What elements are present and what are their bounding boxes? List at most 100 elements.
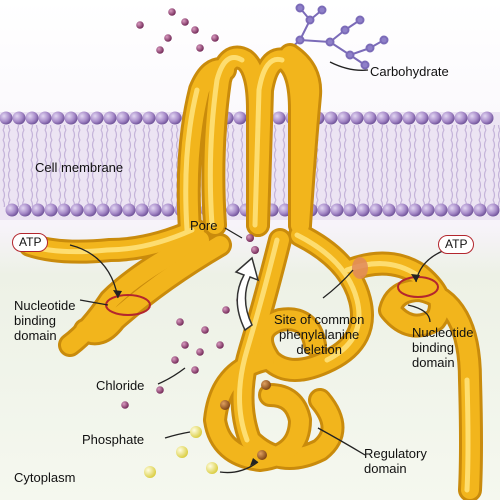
lipid-head: [233, 111, 247, 125]
lipid-head: [454, 111, 468, 125]
lipid-head: [330, 203, 344, 217]
chloride-ion: [211, 34, 219, 42]
lipid-head: [5, 203, 19, 217]
label-carbohydrate: Carbohydrate: [370, 64, 449, 79]
up-arrow-icon: [234, 256, 260, 332]
label-atp-left: ATP: [12, 233, 49, 252]
chloride-ion: [196, 348, 204, 356]
chloride-ion: [164, 34, 172, 42]
lipid-head: [272, 111, 286, 125]
chloride-ion: [181, 341, 189, 349]
chloride-ion: [176, 318, 184, 326]
lipid-head: [57, 203, 71, 217]
phe-deletion-site: [352, 257, 368, 279]
chloride-ion: [222, 306, 230, 314]
lipid-head: [395, 203, 409, 217]
lipid-head: [90, 111, 104, 125]
phosphate-molecule: [190, 426, 202, 438]
lipid-head: [363, 111, 377, 125]
lipid-head: [51, 111, 65, 125]
chloride-ion: [191, 366, 199, 374]
chloride-ion: [196, 44, 204, 52]
lipid-head: [103, 111, 117, 125]
label-regulatory-domain: Regulatory domain: [364, 446, 427, 476]
label-chloride: Chloride: [96, 378, 145, 393]
lipid-head: [428, 111, 442, 125]
lipid-head: [161, 203, 175, 217]
phosphate-molecule: [176, 446, 188, 458]
phosphate-molecule: [144, 466, 156, 478]
lipid-head: [317, 203, 331, 217]
carbohydrate-bead: [355, 15, 365, 25]
lipid-head: [376, 111, 390, 125]
chloride-ion: [201, 326, 209, 334]
cftr-protein: [18, 43, 483, 500]
lipid-head: [122, 203, 136, 217]
chloride-ion: [156, 46, 164, 54]
lipid-head: [116, 111, 130, 125]
lipid-head: [369, 203, 383, 217]
chloride-ion: [121, 401, 129, 409]
label-nbd-right: Nucleotide binding domain: [412, 325, 474, 370]
lipid-head: [486, 203, 500, 217]
lipid-head: [135, 203, 149, 217]
carbohydrate-bead: [360, 60, 370, 70]
lipid-head: [109, 203, 123, 217]
carbohydrate-bead: [365, 43, 375, 53]
lipid-head: [441, 111, 455, 125]
lipid-head: [402, 111, 416, 125]
label-cytoplasm: Cytoplasm: [14, 470, 76, 485]
lipid-head: [350, 111, 364, 125]
lipid-head: [226, 203, 240, 217]
label-atp-right: ATP: [438, 235, 475, 254]
carbohydrate-bead: [379, 35, 389, 45]
lipid-head: [83, 203, 97, 217]
label-cell-membrane: Cell membrane: [35, 160, 124, 175]
lipid-head: [356, 203, 370, 217]
label-phosphate: Phosphate: [82, 432, 145, 447]
lipid-head: [343, 203, 357, 217]
lipid-head: [467, 111, 481, 125]
carbohydrate-bead: [325, 37, 335, 47]
lipid-head: [155, 111, 169, 125]
lipid-head: [31, 203, 45, 217]
chloride-ion: [156, 386, 164, 394]
lipid-head: [434, 203, 448, 217]
lipid-head: [18, 203, 32, 217]
lipid-head: [129, 111, 143, 125]
carbohydrate-bead: [340, 25, 350, 35]
lipid-head: [38, 111, 52, 125]
lipid-head: [44, 203, 58, 217]
lipid-head: [408, 203, 422, 217]
label-pore: Pore: [190, 218, 218, 233]
chloride-ion: [191, 26, 199, 34]
lipid-head: [421, 203, 435, 217]
lipid-head: [12, 111, 26, 125]
phosphate-molecules: [144, 426, 218, 478]
chloride-ion: [136, 21, 144, 29]
carbohydrate-bead: [305, 15, 315, 25]
label-phe-deletion: Site of common phenylalanine deletion: [274, 312, 365, 357]
chloride-ion: [168, 8, 176, 16]
lipid-head: [0, 111, 13, 125]
lipid-head: [25, 111, 39, 125]
lipid-head: [70, 203, 84, 217]
carbohydrate-bead: [295, 35, 305, 45]
chloride-ion: [181, 18, 189, 26]
lipid-head: [142, 111, 156, 125]
lipid-head: [337, 111, 351, 125]
carbohydrate-bead: [345, 50, 355, 60]
lipid-head: [64, 111, 78, 125]
carbohydrate-bead: [295, 3, 305, 13]
lipid-head: [96, 203, 110, 217]
lipid-head: [324, 111, 338, 125]
leader-lines: [69, 61, 446, 474]
lipid-head: [460, 203, 474, 217]
lipid-head: [148, 203, 162, 217]
lipid-head: [415, 111, 429, 125]
chloride-ion: [171, 356, 179, 364]
lipid-head: [389, 111, 403, 125]
lipid-head: [77, 111, 91, 125]
